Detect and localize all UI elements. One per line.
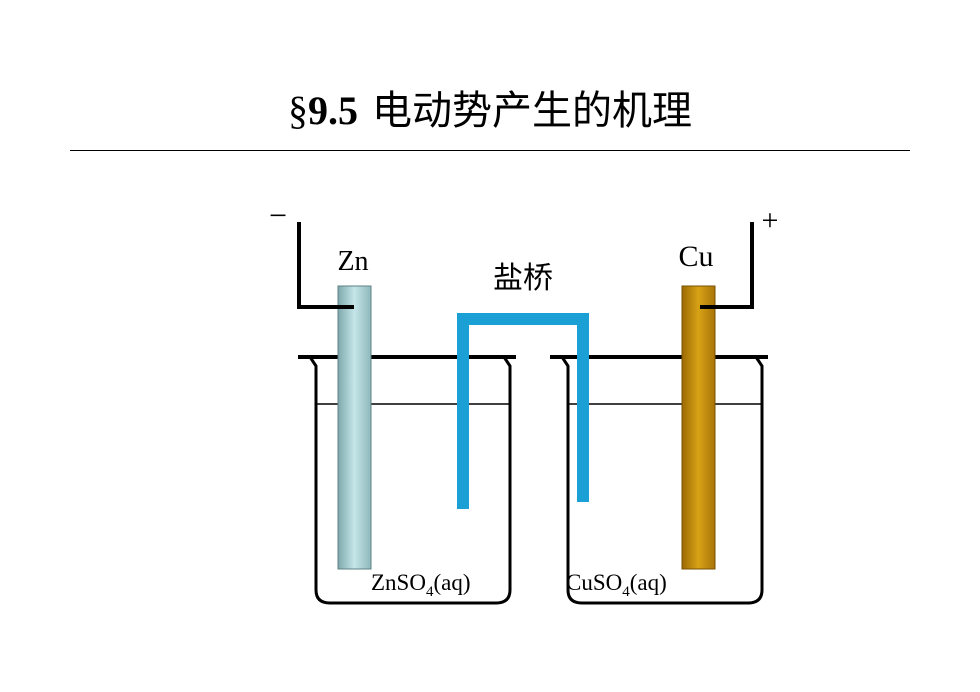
section-number: 9.5: [308, 88, 358, 133]
salt-bridge: [457, 313, 589, 509]
left-wire: [297, 222, 354, 309]
right-solution-subscript: 4: [622, 584, 630, 600]
positive-terminal-sign: +: [762, 204, 779, 237]
left-solution-label: ZnSO4(aq): [371, 570, 470, 600]
zinc-electrode: [337, 285, 372, 570]
right-beaker-wall: [560, 356, 764, 605]
section-symbol: §: [288, 88, 308, 133]
copper-electrode-label: Cu: [678, 240, 713, 273]
salt-bridge-left-leg: [457, 313, 469, 509]
left-solution-formula: ZnSO: [371, 570, 426, 595]
left-solution-state: (aq): [433, 570, 470, 595]
left-solution-subscript: 4: [426, 584, 434, 600]
right-wire: [700, 222, 754, 309]
title-divider: [70, 150, 910, 151]
salt-bridge-top: [457, 313, 589, 325]
right-solution-formula: CuSO: [566, 570, 622, 595]
left-beaker: [298, 355, 516, 605]
left-beaker-wall: [308, 356, 512, 605]
right-solution-state: (aq): [630, 570, 667, 595]
title-text: 电动势产生的机理: [372, 88, 692, 134]
salt-bridge-right-leg: [577, 313, 589, 502]
negative-terminal-sign: −: [269, 197, 287, 233]
page-title: §9.5 电动势产生的机理: [0, 78, 980, 136]
copper-electrode: [681, 285, 716, 570]
salt-bridge-label: 盐桥: [493, 261, 553, 296]
right-solution-label: CuSO4(aq): [566, 570, 667, 600]
zinc-electrode-label: Zn: [337, 246, 368, 277]
